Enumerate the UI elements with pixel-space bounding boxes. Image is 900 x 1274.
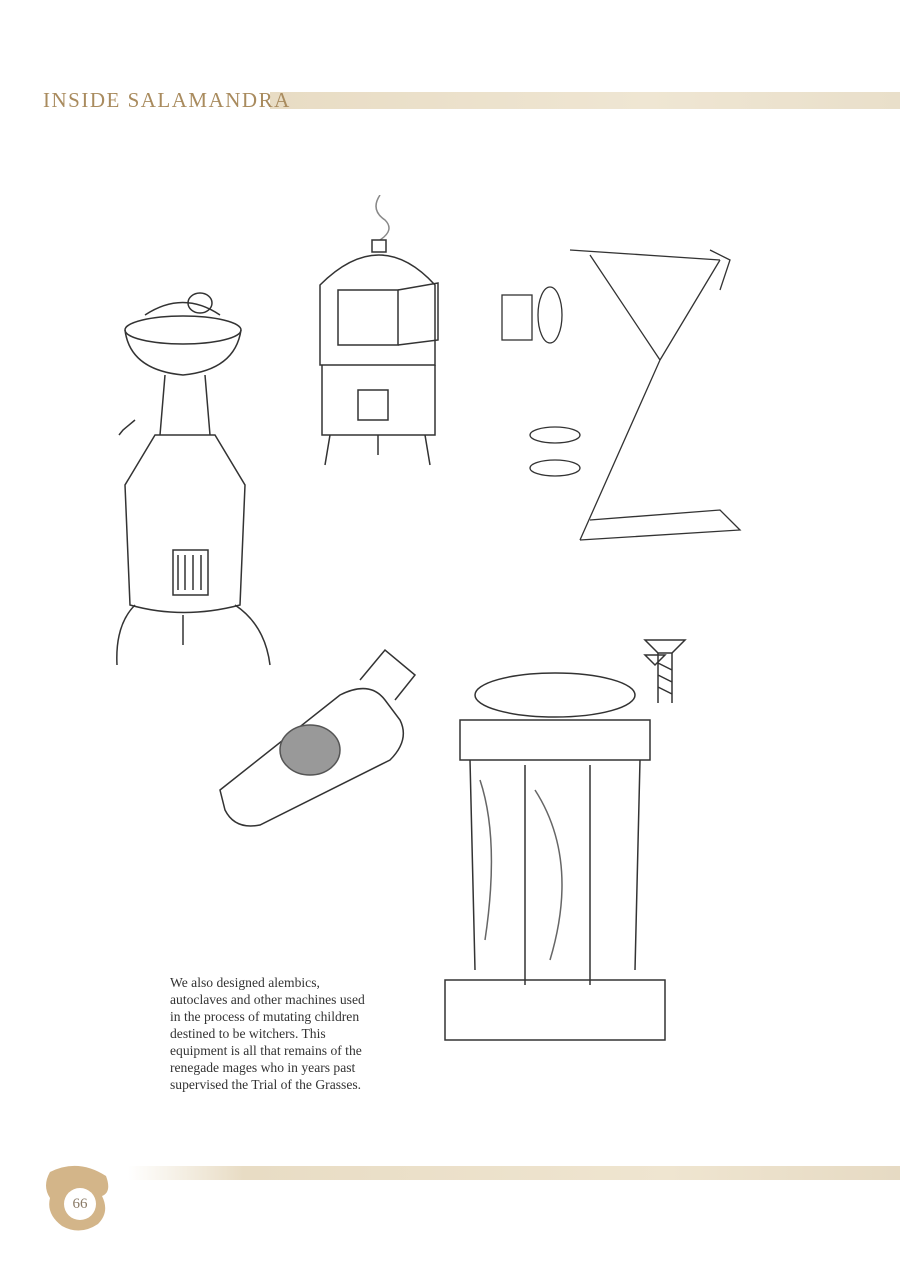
lamp-sketch (501, 249, 742, 541)
stove-sketch (319, 195, 439, 466)
screw-sketch (643, 639, 687, 703)
jar-sketch (219, 648, 417, 827)
lantern-sketch (444, 654, 667, 1041)
salamander-emblem-icon (46, 1165, 109, 1231)
section-title: INSIDE SALAMANDRA (43, 88, 291, 112)
page-number: 66 (72, 1196, 88, 1212)
caption-text: We also designed alembics, autoclaves an… (170, 975, 365, 1092)
footer-band (128, 1166, 900, 1180)
alembic-sketch (116, 292, 271, 666)
header-band (270, 92, 900, 109)
